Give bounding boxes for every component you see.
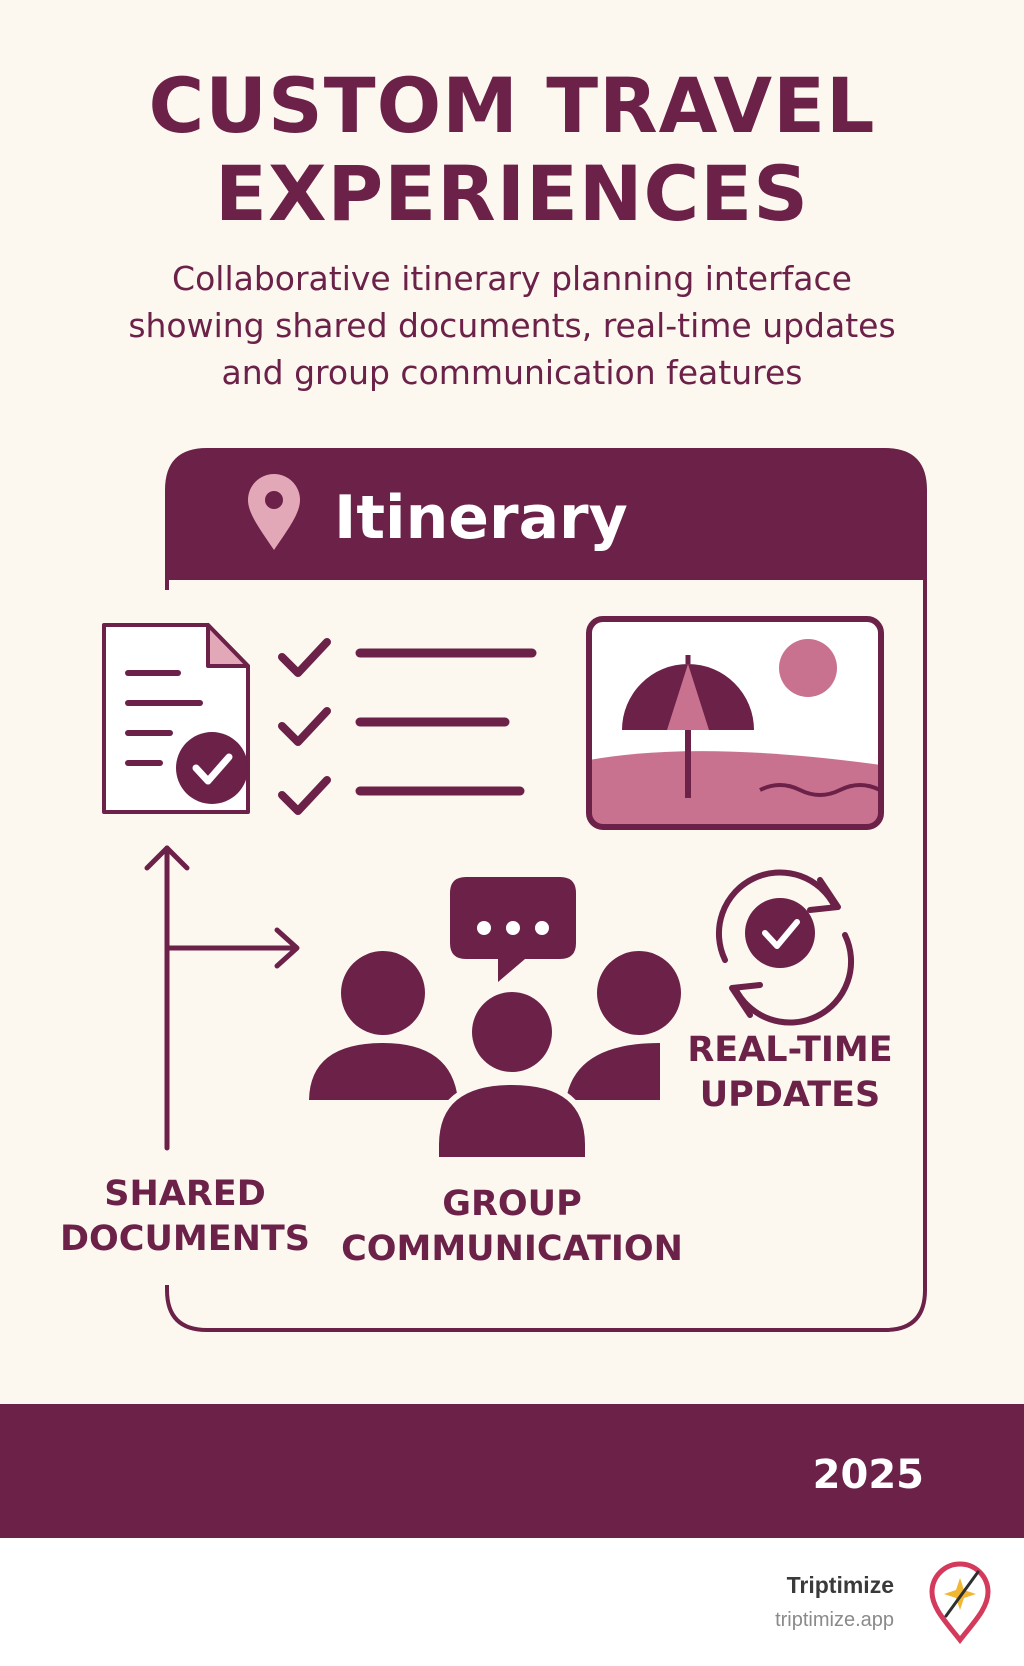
label-group-line-1: GROUP bbox=[442, 1184, 582, 1224]
label-real-time-line-2: UPDATES bbox=[699, 1075, 881, 1115]
subtitle-line-1: Collaborative itinerary planning interfa… bbox=[172, 259, 852, 298]
itinerary-illustration: Itinerary bbox=[102, 448, 927, 1332]
card-header-title: Itinerary bbox=[334, 483, 628, 553]
card-header bbox=[167, 450, 925, 580]
document-check-icon bbox=[102, 623, 250, 814]
subtitle: Collaborative itinerary planning interfa… bbox=[90, 255, 934, 396]
sync-check-icon bbox=[715, 869, 855, 1026]
footer: Triptimize triptimize.app bbox=[0, 1538, 1024, 1666]
label-shared-line-1: SHARED bbox=[104, 1174, 266, 1214]
chat-bubble-icon bbox=[450, 877, 576, 982]
label-real-time-updates: REAL-TIME UPDATES bbox=[660, 1028, 920, 1118]
arrow-icon bbox=[144, 845, 300, 1151]
beach-image-icon bbox=[586, 616, 884, 830]
brand-block: Triptimize triptimize.app bbox=[775, 1572, 894, 1632]
itinerary-card bbox=[165, 448, 927, 1332]
label-group-communication: GROUP COMMUNICATION bbox=[340, 1182, 684, 1272]
triptimize-logo-icon[interactable] bbox=[926, 1560, 994, 1644]
brand-url: triptimize.app bbox=[775, 1609, 894, 1631]
brand-name: Triptimize bbox=[786, 1572, 894, 1598]
title-line-2: EXPERIENCES bbox=[215, 149, 809, 238]
label-group-line-2: COMMUNICATION bbox=[341, 1229, 683, 1269]
page-title: CUSTOM TRAVEL EXPERIENCES bbox=[0, 62, 1024, 238]
label-shared-documents: SHARED DOCUMENTS bbox=[48, 1172, 322, 1262]
label-real-time-line-1: REAL-TIME bbox=[687, 1030, 893, 1070]
location-pin-icon bbox=[248, 474, 300, 550]
checklist-icon bbox=[278, 638, 537, 815]
year-label: 2025 bbox=[812, 1452, 924, 1498]
subtitle-line-3: and group communication features bbox=[221, 353, 803, 392]
label-shared-line-2: DOCUMENTS bbox=[59, 1219, 311, 1259]
title-line-1: CUSTOM TRAVEL bbox=[148, 61, 876, 150]
subtitle-line-2: showing shared documents, real-time upda… bbox=[128, 306, 896, 345]
group-people-icon bbox=[309, 951, 681, 1163]
bottom-band: 2025 bbox=[0, 1404, 1024, 1538]
